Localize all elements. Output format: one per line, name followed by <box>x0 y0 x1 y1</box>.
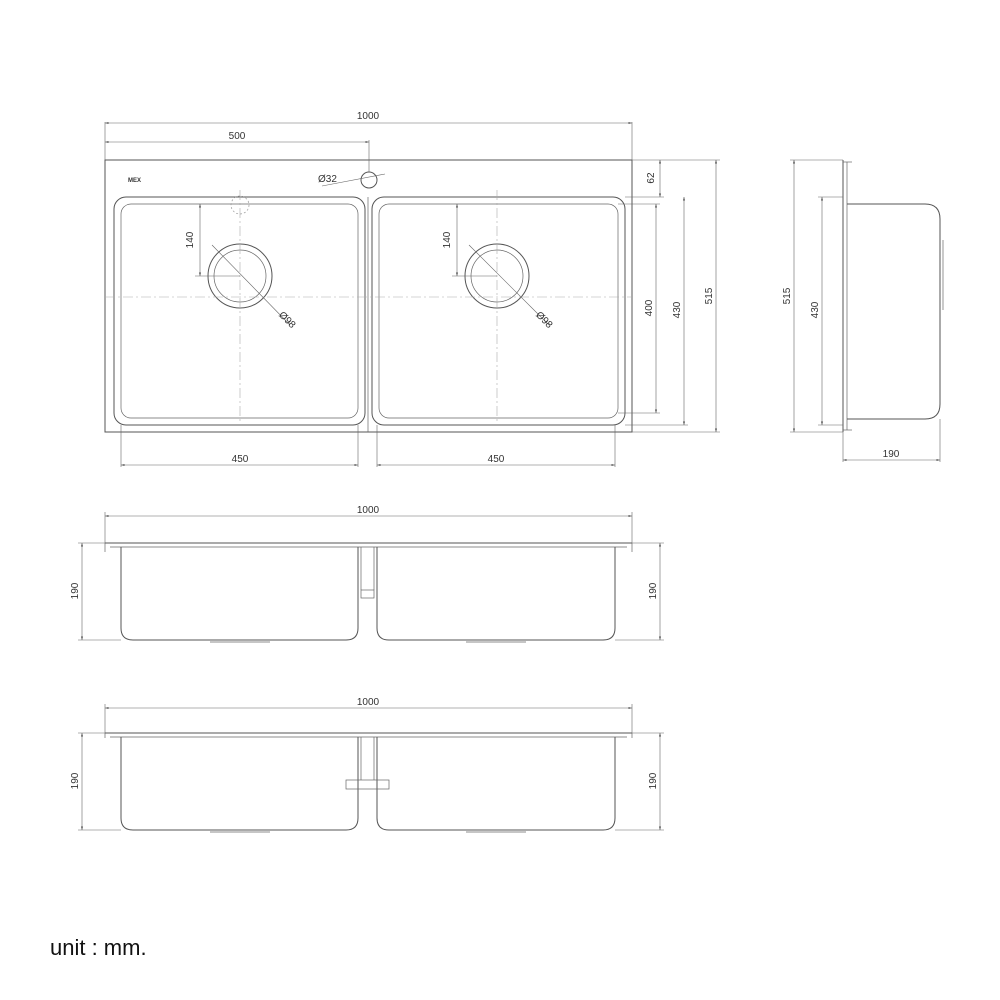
side-dim-overall-depth: 515 <box>782 287 793 304</box>
unit-label: unit : mm. <box>50 935 147 960</box>
right-bowl-inner <box>378 203 619 419</box>
side-bowl-profile <box>847 203 941 420</box>
right-bowl-outer <box>371 196 626 426</box>
dim-half-width: 500 <box>229 131 246 142</box>
back-view: 1000 190 190 <box>70 697 664 833</box>
back-dim-height-left: 190 <box>70 772 81 789</box>
sink-outline <box>104 159 633 433</box>
front-divider-pipe <box>360 589 375 599</box>
brand-logo: MEX <box>128 178 141 184</box>
right-drain-leader <box>468 244 550 326</box>
dim-bowl-depth-inner: 400 <box>644 299 655 316</box>
tap-hole <box>360 171 378 189</box>
dim-left-bowl-width: 450 <box>232 454 249 465</box>
dim-left-drain-offset: 140 <box>185 231 196 248</box>
overflow-hole <box>230 195 250 215</box>
front-dim-width: 1000 <box>357 505 380 516</box>
back-left-bowl <box>120 737 359 831</box>
back-dim-width: 1000 <box>357 697 380 708</box>
dim-right-drain-offset: 140 <box>442 231 453 248</box>
left-bowl-outer <box>113 196 366 426</box>
back-overflow-pipe <box>345 779 390 790</box>
front-left-bowl <box>120 547 359 641</box>
left-drain-leader <box>211 244 291 326</box>
dim-tap-hole: Ø32 <box>318 174 337 185</box>
side-view: 515 430 190 <box>782 159 944 462</box>
dim-rim-depth: 62 <box>646 172 657 184</box>
front-view: 1000 190 190 <box>70 505 664 643</box>
tap-hole-leader <box>321 173 386 187</box>
dim-right-drain-dia: Ø98 <box>533 310 554 331</box>
side-dim-height: 190 <box>883 449 900 460</box>
dim-left-drain-dia: Ø98 <box>276 310 297 331</box>
side-dim-bowl-depth: 430 <box>810 301 821 318</box>
dim-overall-width: 1000 <box>357 111 380 122</box>
left-bowl-inner <box>120 203 359 419</box>
dim-right-bowl-width: 450 <box>488 454 505 465</box>
front-dim-height-right: 190 <box>648 582 659 599</box>
front-right-bowl <box>376 547 616 641</box>
top-view: MEX 1000 500 Ø32 <box>104 111 720 467</box>
dim-overall-depth: 515 <box>704 287 715 304</box>
front-dim-height-left: 190 <box>70 582 81 599</box>
back-dim-height-right: 190 <box>648 772 659 789</box>
dim-bowl-depth-outer: 430 <box>672 301 683 318</box>
back-right-bowl <box>376 737 616 831</box>
